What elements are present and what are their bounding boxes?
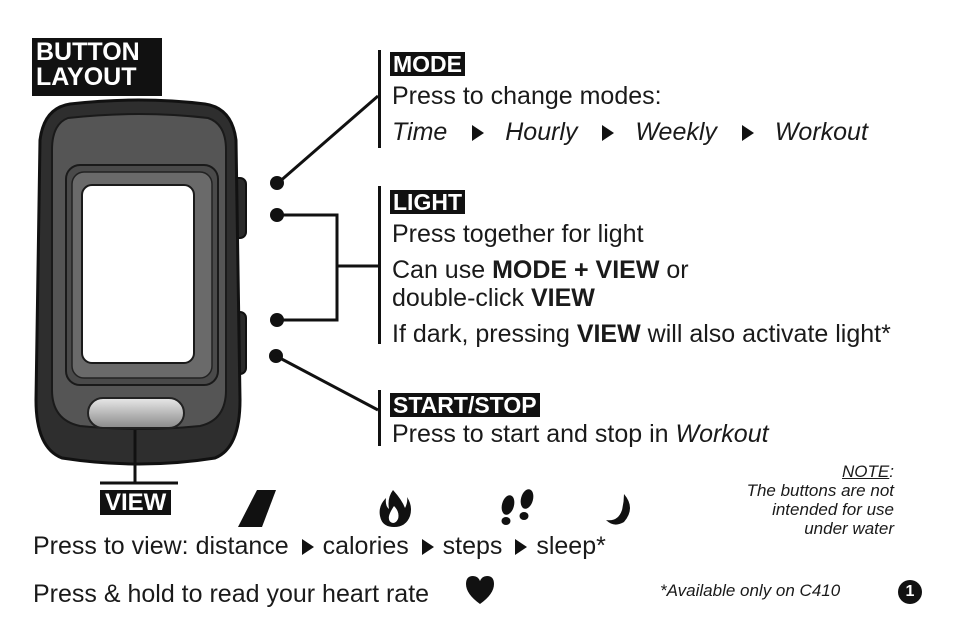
light-bracket bbox=[378, 186, 381, 344]
arrow-icon bbox=[301, 539, 314, 556]
screen bbox=[81, 184, 195, 364]
note-line-1: The buttons are not bbox=[746, 481, 894, 500]
startstop-description: Press to start and stop in Workout bbox=[392, 422, 769, 447]
light-line-2-bold: MODE + VIEW bbox=[492, 256, 660, 284]
startstop-italic: Workout bbox=[675, 420, 769, 448]
view-item-steps: steps bbox=[442, 532, 503, 560]
view-hold-line: Press & hold to read your heart rate bbox=[33, 580, 430, 608]
note-line-2: intended for use bbox=[772, 500, 894, 519]
note-colon: : bbox=[889, 462, 894, 481]
note-line-3: under water bbox=[804, 519, 894, 538]
light-line-4-post: will also activate light* bbox=[640, 320, 891, 348]
footprints-icon bbox=[501, 489, 534, 525]
title-line-1: BUTTON bbox=[36, 38, 140, 66]
page-number: 1 bbox=[905, 583, 915, 600]
note-heading: NOTE bbox=[842, 462, 890, 481]
arrow-icon bbox=[421, 539, 434, 556]
light-line-4-bold: VIEW bbox=[576, 320, 641, 348]
light-line-3: double-click VIEW bbox=[392, 286, 595, 311]
view-button bbox=[87, 397, 185, 429]
mode-hourly: Hourly bbox=[505, 118, 578, 146]
mode-description: Press to change modes: bbox=[392, 82, 662, 110]
view-item-sleep: sleep* bbox=[536, 532, 606, 560]
mode-time: Time bbox=[392, 118, 448, 146]
page-number-badge: 1 bbox=[898, 580, 922, 604]
mode-weekly: Weekly bbox=[635, 118, 717, 146]
title-line-2: LAYOUT bbox=[36, 63, 137, 91]
mode-dot bbox=[270, 176, 284, 190]
light-line-1: Press together for light bbox=[392, 220, 644, 248]
light-line-3-pre: double-click bbox=[392, 284, 531, 312]
flame-icon bbox=[379, 490, 411, 527]
light-line-2: Can use MODE + VIEW or bbox=[392, 258, 689, 283]
note-block: NOTE: The buttons are not intended for u… bbox=[747, 462, 894, 538]
mode-list: Time Hourly Weekly Workout bbox=[392, 120, 868, 145]
road-icon bbox=[75, 490, 276, 527]
startstop-label: START/STOP bbox=[390, 393, 540, 417]
heart-icon bbox=[466, 576, 494, 604]
light-line-2-post: or bbox=[659, 256, 689, 284]
mode-bracket bbox=[378, 50, 381, 148]
light-label: LIGHT bbox=[390, 190, 465, 214]
view-item-distance: distance bbox=[195, 532, 289, 560]
light-line-2-pre: Can use bbox=[392, 256, 493, 284]
arrow-icon bbox=[472, 125, 485, 142]
arrow-icon bbox=[602, 125, 615, 142]
startstop-bracket bbox=[378, 390, 381, 446]
startstop-pre: Press to start and stop in bbox=[392, 420, 676, 448]
light-line-4: If dark, pressing VIEW will also activat… bbox=[392, 322, 891, 347]
moon-icon bbox=[606, 494, 630, 525]
mode-label: MODE bbox=[390, 52, 465, 76]
view-press-prefix: Press to view: bbox=[33, 532, 196, 560]
view-label: VIEW bbox=[100, 490, 172, 515]
light-line-3-bold: VIEW bbox=[530, 284, 595, 312]
note-heading-line: NOTE: bbox=[747, 462, 894, 481]
view-press-line: Press to view: distance calories steps s… bbox=[33, 534, 606, 559]
button-layout-title: BUTTON LAYOUT bbox=[32, 38, 162, 96]
mode-workout: Workout bbox=[774, 118, 868, 146]
arrow-icon bbox=[515, 539, 528, 556]
view-item-calories: calories bbox=[322, 532, 409, 560]
light-line-4-pre: If dark, pressing bbox=[392, 320, 577, 348]
arrow-icon bbox=[741, 125, 754, 142]
footnote: *Available only on C410 bbox=[660, 581, 841, 600]
